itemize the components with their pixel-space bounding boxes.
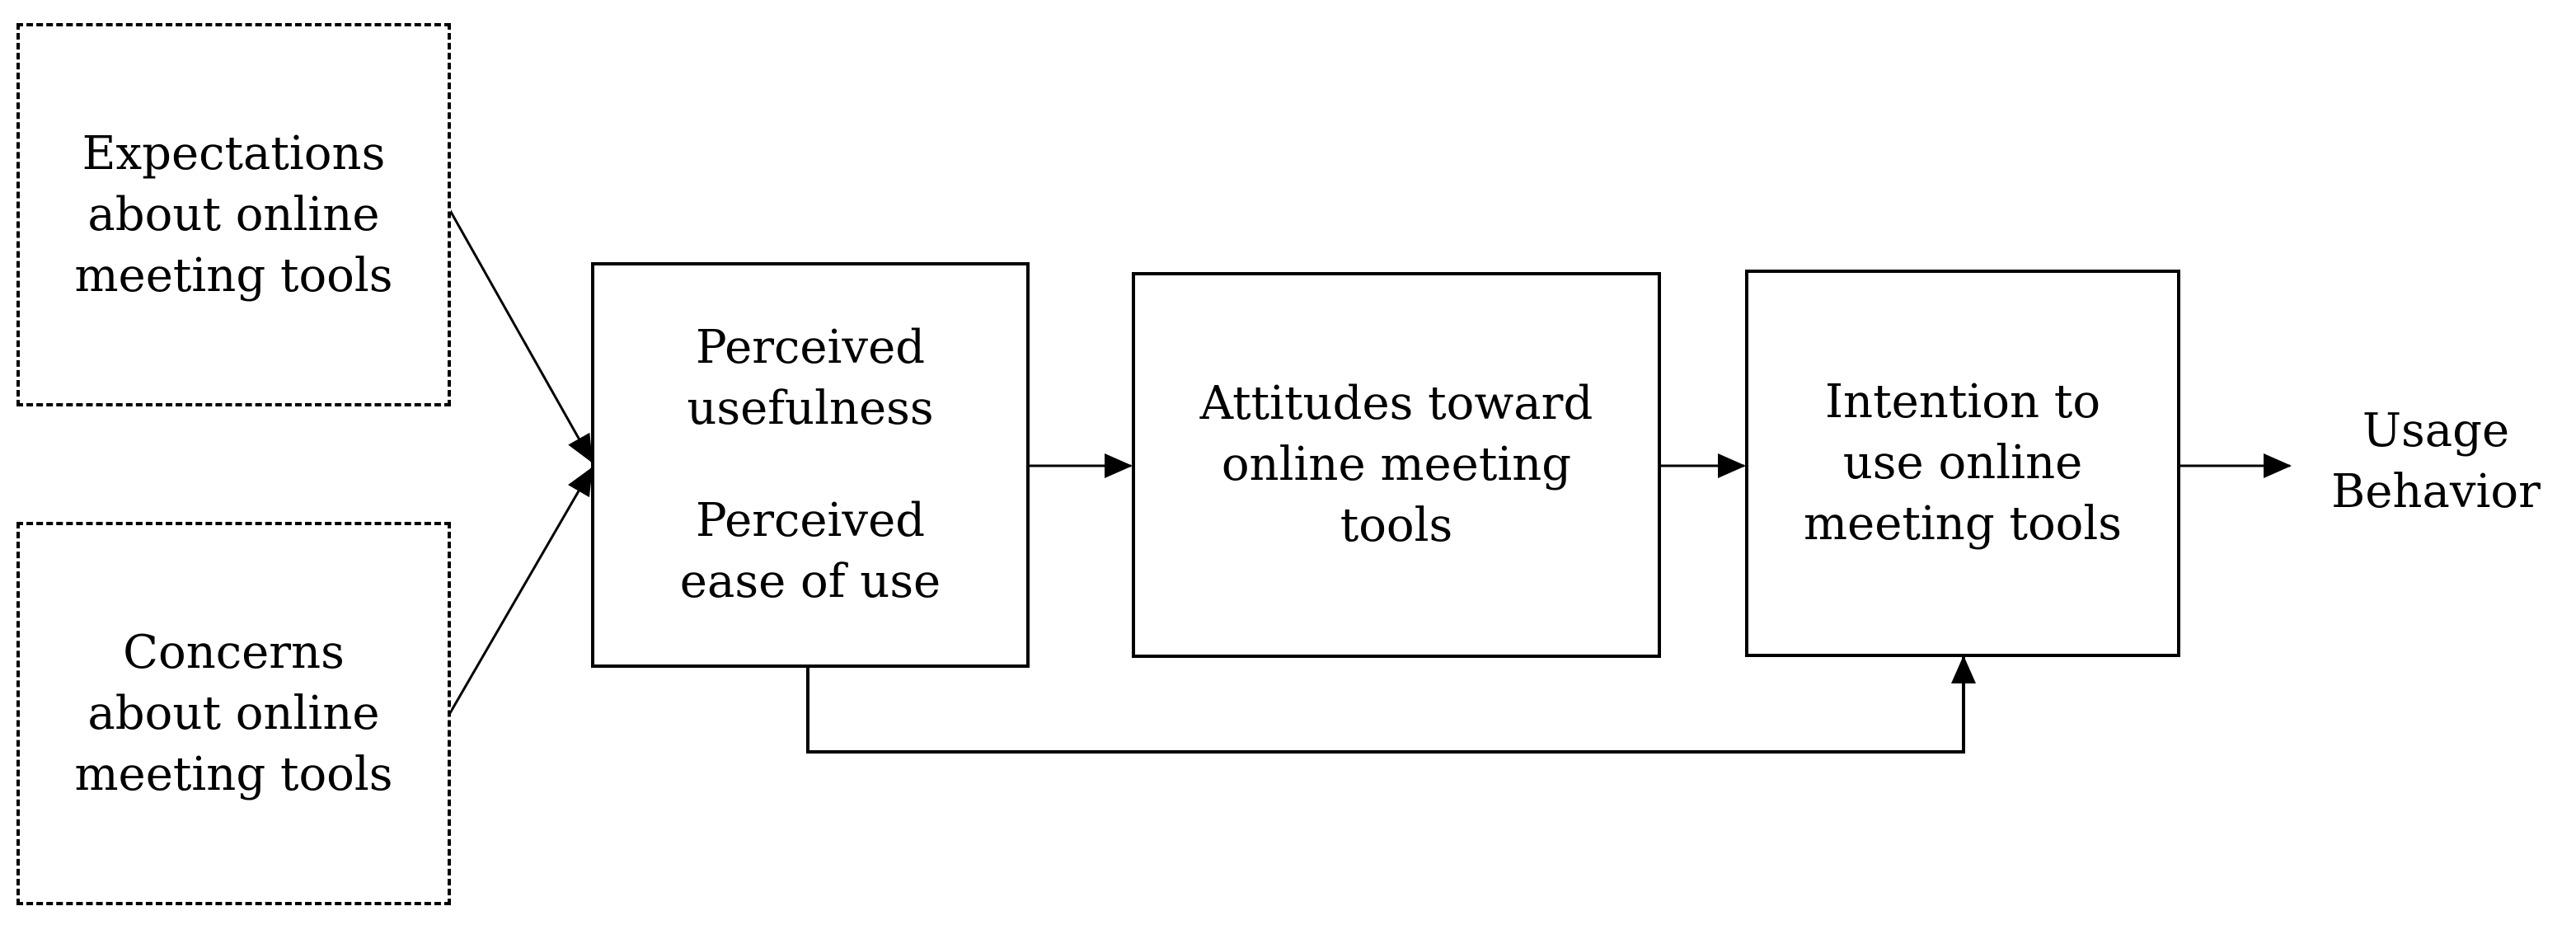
node-intention-line-3: meeting tools <box>1803 497 2123 551</box>
node-usage-line-1: Usage <box>2362 404 2510 458</box>
node-perceived: Perceived usefulness Perceived ease of u… <box>591 262 1030 668</box>
node-usage-line-2: Behavior <box>2331 465 2541 519</box>
node-perceived-usefulness-line-2: usefulness <box>687 382 934 435</box>
arrow-concerns-to-perceived <box>446 467 594 718</box>
node-perceived-ease-line-1: Perceived <box>695 494 926 547</box>
node-expectations: Expectations about online meeting tools <box>16 23 451 406</box>
node-expectations-line-3: meeting tools <box>74 248 393 303</box>
arrow-perceived-to-intention <box>806 655 1976 754</box>
node-attitudes-line-3: tools <box>1340 499 1453 552</box>
node-usage: Usage Behavior <box>2308 401 2564 523</box>
node-expectations-line-1: Expectations <box>82 126 386 181</box>
node-concerns-line-2: about online <box>87 686 380 740</box>
node-attitudes: Attitudes toward online meeting tools <box>1132 272 1661 658</box>
node-perceived-usefulness-line-1: Perceived <box>695 321 926 374</box>
node-concerns-line-3: meeting tools <box>74 747 393 801</box>
node-attitudes-line-2: online meeting <box>1221 438 1572 491</box>
node-intention: Intention to use online meeting tools <box>1745 270 2180 657</box>
node-attitudes-line-1: Attitudes toward <box>1199 377 1593 430</box>
node-intention-line-1: Intention to <box>1824 375 2101 429</box>
arrow-expectations-to-perceived <box>446 205 594 463</box>
node-concerns: Concerns about online meeting tools <box>16 522 451 905</box>
node-intention-line-2: use online <box>1842 436 2083 490</box>
node-expectations-line-2: about online <box>87 187 380 242</box>
node-concerns-line-1: Concerns <box>123 625 345 679</box>
node-perceived-ease-line-2: ease of use <box>679 555 941 608</box>
